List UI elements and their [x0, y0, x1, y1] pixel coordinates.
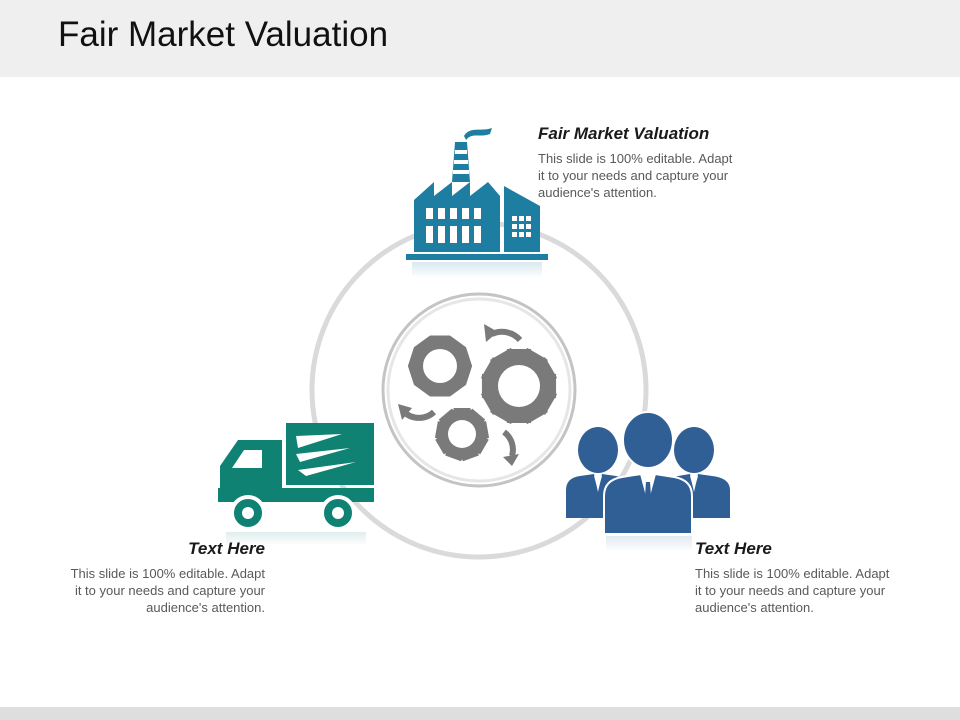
title-bar: Fair Market Valuation [0, 0, 960, 77]
callout-body-line: audience's attention. [538, 185, 657, 200]
callout-body-line: This slide is 100% editable. Adapt [70, 566, 265, 581]
gears-icon [381, 292, 577, 488]
callout-body-line: it to your needs and capture your [538, 168, 729, 183]
callout-body-line: it to your needs and capture your [74, 583, 265, 598]
callout-heading: Text Here [695, 539, 772, 558]
callout-left: Text Here This slide is 100% editable. A… [20, 539, 265, 616]
callout-right: Text Here This slide is 100% editable. A… [695, 539, 935, 616]
factory-icon [406, 128, 548, 278]
slide-title: Fair Market Valuation [58, 15, 389, 54]
callout-body-line: This slide is 100% editable. Adapt [695, 566, 890, 581]
callout-body: This slide is 100% editable. Adapt it to… [538, 150, 788, 201]
callout-body-line: audience's attention. [695, 600, 814, 615]
footer-bar [0, 707, 960, 720]
callout-body: This slide is 100% editable. Adapt it to… [20, 565, 265, 616]
delivery-truck-icon [218, 423, 374, 546]
business-team-icon [566, 411, 730, 552]
callout-heading: Fair Market Valuation [538, 124, 710, 143]
callout-top: Fair Market Valuation This slide is 100%… [538, 124, 788, 201]
callout-body: This slide is 100% editable. Adapt it to… [695, 565, 935, 616]
callout-body-line: it to your needs and capture your [695, 583, 886, 598]
callout-heading: Text Here [188, 539, 265, 558]
callout-body-line: audience's attention. [146, 600, 265, 615]
callout-body-line: This slide is 100% editable. Adapt [538, 151, 733, 166]
